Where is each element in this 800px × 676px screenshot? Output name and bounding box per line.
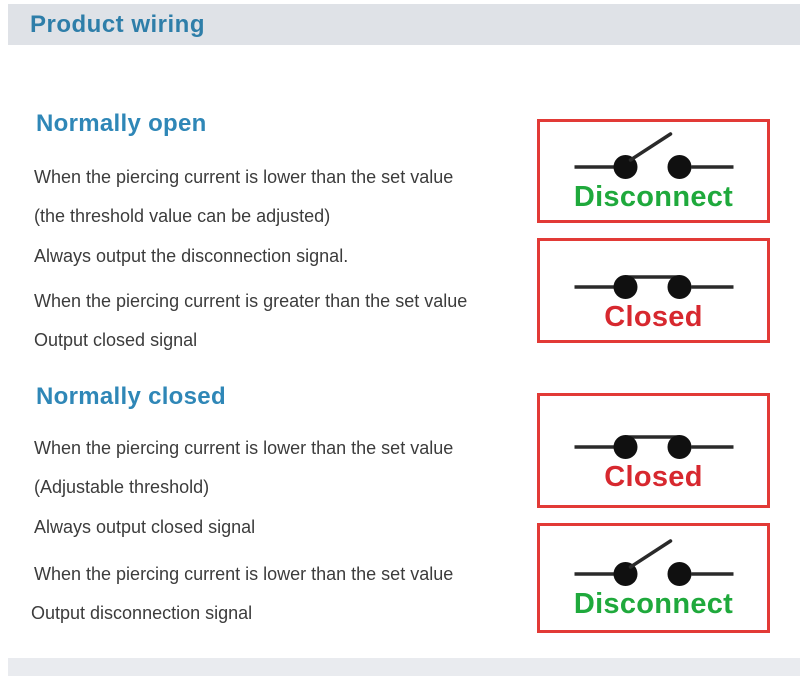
switch-open-icon (574, 539, 733, 587)
switch-closed-icon (574, 434, 733, 459)
switch-closed-icon (574, 274, 733, 299)
signal-state-label: Closed (604, 460, 703, 493)
signal-box-disconnect: Disconnect (537, 523, 770, 633)
instruction-line: Always output the disconnection signal. (34, 246, 349, 266)
instruction-line: When the piercing current is lower than … (34, 564, 454, 584)
instruction-line: When the piercing current is greater tha… (34, 291, 468, 311)
instruction-line: When the piercing current is lower than … (34, 167, 454, 187)
switch-open-icon (574, 132, 733, 180)
signal-state-label: Disconnect (573, 181, 734, 214)
signal-box-closed: Closed (537, 393, 770, 508)
section-heading-normally-open: Normally open (36, 110, 207, 137)
instruction-line: Output disconnection signal (31, 603, 253, 623)
signal-box-closed: Closed (537, 238, 770, 343)
footer-band (8, 658, 800, 676)
signal-box-disconnect: Disconnect (537, 119, 770, 223)
header-band: Product wiring (8, 4, 800, 45)
section-heading-normally-closed: Normally closed (36, 383, 226, 410)
instruction-line: Always output closed signal (34, 517, 256, 537)
instruction-line: When the piercing current is lower than … (34, 438, 454, 458)
signal-state-label: Disconnect (573, 588, 734, 621)
signal-state-label: Closed (604, 300, 703, 333)
instruction-line: (Adjustable threshold) (34, 477, 210, 497)
instruction-line: (the threshold value can be adjusted) (34, 206, 331, 226)
page-title: Product wiring (30, 11, 205, 38)
instruction-line: Output closed signal (34, 330, 198, 350)
